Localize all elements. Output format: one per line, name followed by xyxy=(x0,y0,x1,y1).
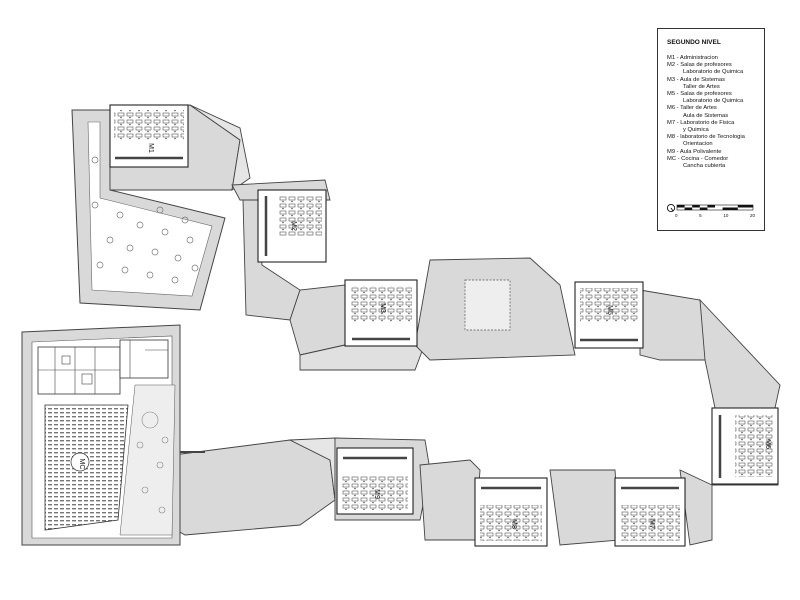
module-m3 xyxy=(344,279,418,347)
legend-item-label: M1 - Administracion xyxy=(667,55,718,61)
legend-item-continuation: Laboratorio de Quimica xyxy=(683,98,744,105)
legend-item-label: M2 - Salas de profesores xyxy=(667,62,732,69)
module-m2 xyxy=(257,189,327,263)
legend-item-continuation: Orientacion xyxy=(683,141,713,148)
legend-item-label: M3 - Aula de Sistemas xyxy=(667,76,725,83)
legend-item-continuation: Aula de Sistemas xyxy=(683,112,729,119)
module-m5 xyxy=(574,281,644,349)
label-m9: M9 xyxy=(373,489,380,499)
module-m6 xyxy=(711,407,779,485)
mc-building xyxy=(21,324,205,546)
scale-ticks: 0 5 10 20 xyxy=(675,213,755,218)
legend-item-label: M7 - Laboratorio de Fisica xyxy=(667,119,735,126)
label-m7: M7 xyxy=(648,519,655,529)
legend-item-continuation: y Quimica xyxy=(683,127,709,134)
legend-item-continuation: Laboratorio de Quimica xyxy=(683,69,744,76)
legend-item-label: M5 - Salas de profesores xyxy=(667,91,732,98)
legend-item-label: M9 - Aula Polivalente xyxy=(667,148,722,155)
legend-item-label: M8 - laboratorio de Tecnologia xyxy=(667,134,745,141)
module-m9 xyxy=(336,447,414,515)
module-m1 xyxy=(109,104,189,168)
scale-tick: 5 xyxy=(699,213,702,218)
label-m3: M3 xyxy=(379,303,386,313)
scale-tick: 10 xyxy=(723,213,729,218)
legend-item-m1: M1 - Administracion xyxy=(667,55,756,62)
module-m8 xyxy=(474,477,548,547)
scale-graphic xyxy=(666,203,754,213)
module-m7 xyxy=(614,477,686,547)
legend-item-m9: M9 - Aula Polivalente xyxy=(667,149,756,156)
label-mc: MC xyxy=(78,459,85,470)
tree-dots xyxy=(91,156,199,284)
scale-tick: 0 xyxy=(675,213,678,218)
scale-bar: 0 5 10 20 xyxy=(666,202,755,218)
legend-item-label: MC - Cocina - Comedor xyxy=(667,155,729,162)
label-m6: M6 xyxy=(764,439,771,449)
label-m5: M5 xyxy=(606,305,613,315)
legend-title: SEGUNDO NIVEL xyxy=(667,39,721,46)
north-arrow-icon xyxy=(666,203,676,213)
legend-item-label: M6 - Taller de Artes xyxy=(667,105,717,112)
scale-tick: 20 xyxy=(749,213,755,218)
label-m2: M2 xyxy=(290,221,297,231)
label-m8: M8 xyxy=(510,519,517,529)
legend-item-continuation: Taller de Artes xyxy=(683,83,720,90)
legend-item-continuation: Cancha cubierta xyxy=(683,163,726,170)
label-m1: M1 xyxy=(147,143,154,153)
